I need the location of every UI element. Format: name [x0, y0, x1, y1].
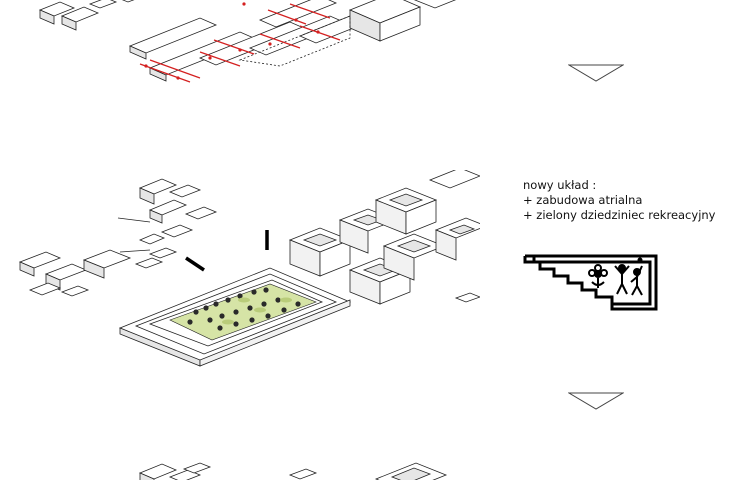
axonometric-new-layout: [0, 170, 480, 370]
caption-item-courtyard: + zielony dziedziniec rekreacyjny: [523, 208, 716, 222]
down-arrow-icon: [567, 64, 625, 86]
axonometric-next-layout: [0, 455, 480, 480]
down-arrow-icon: [567, 392, 625, 414]
stepped-building-people-icon: [522, 252, 660, 316]
caption-title: nowy układ :: [523, 178, 597, 192]
caption-item-atrium: + zabudowa atrialna: [523, 193, 643, 207]
axonometric-existing-layout: [0, 0, 480, 100]
layout-caption: nowy układ : + zabudowa atrialna + zielo…: [523, 178, 715, 223]
